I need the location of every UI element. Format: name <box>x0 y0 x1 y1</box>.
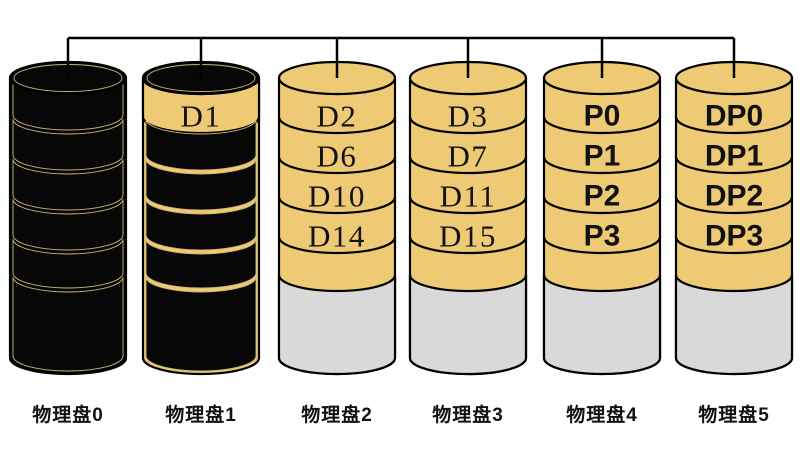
band-label: DP2 <box>705 180 763 213</box>
platter-band <box>145 276 257 372</box>
disk-0-cylinder <box>8 60 128 376</box>
disk-2: D2 D6 D10 D14 物理盘2 <box>277 60 397 427</box>
band-label: D14 <box>308 219 366 254</box>
disk-1-top <box>141 60 261 96</box>
disk-2-top <box>277 60 397 96</box>
disk-1: D1 物理盘1 <box>141 60 261 427</box>
spare-section <box>674 274 794 376</box>
band-separator <box>542 116 662 135</box>
platter-band <box>12 198 124 251</box>
disk-3-cylinder: D3 D7 D11 D15 <box>408 60 528 376</box>
band-label: D10 <box>308 179 366 214</box>
disk-4: P0 P1 P2 P3 物理盘4 <box>542 60 662 427</box>
disk-5-cylinder: DP0 DP1 DP2 DP3 <box>674 60 794 376</box>
band-separator <box>542 156 662 175</box>
band-separator <box>674 236 794 255</box>
band-separator <box>542 236 662 255</box>
disk-5: DP0 DP1 DP2 DP3 物理盘5 <box>674 60 794 427</box>
band-separator <box>277 156 397 175</box>
band-label: DP1 <box>705 140 763 173</box>
platter-band <box>12 238 124 289</box>
band-separator <box>408 236 528 255</box>
band-label: D2 <box>317 99 358 134</box>
platter-band <box>145 238 257 289</box>
platter-band <box>12 276 124 372</box>
band-separator <box>408 116 528 135</box>
disk-4-label: 物理盘4 <box>566 405 638 426</box>
disk-4-top <box>542 60 662 96</box>
disk-3-label: 物理盘3 <box>432 405 504 426</box>
band-label: D11 <box>440 179 497 214</box>
disk-0: 物理盘0 <box>8 60 128 427</box>
band-label: D1 <box>181 99 222 134</box>
disk-5-label: 物理盘5 <box>698 405 770 426</box>
disk-0-label: 物理盘0 <box>32 405 104 426</box>
disk-5-top <box>674 60 794 96</box>
band-label: D3 <box>448 99 489 134</box>
platter-band <box>145 198 257 251</box>
disk-1-label: 物理盘1 <box>165 405 237 426</box>
disk-3-top <box>408 60 528 96</box>
band-separator <box>674 116 794 135</box>
spare-section <box>277 274 397 376</box>
band-label: D7 <box>448 139 489 174</box>
band-separator <box>277 236 397 255</box>
band-label: D15 <box>439 219 497 254</box>
disk-1-cylinder: D1 <box>141 60 261 376</box>
band-separator <box>408 156 528 175</box>
band-label: P3 <box>584 220 621 253</box>
platter-band <box>12 158 124 211</box>
band-label: P2 <box>584 180 621 213</box>
band-label: DP0 <box>705 100 763 133</box>
band-separator <box>408 196 528 215</box>
band-separator <box>277 116 397 135</box>
spare-section <box>542 274 662 376</box>
disk-3: D3 D7 D11 D15 物理盘3 <box>408 60 528 427</box>
band-label: DP3 <box>705 220 763 253</box>
platter-band <box>12 118 124 171</box>
band-separator <box>674 156 794 175</box>
disk-2-cylinder: D2 D6 D10 D14 <box>277 60 397 376</box>
band-label: P1 <box>584 140 621 173</box>
band-separator <box>277 196 397 215</box>
band-label: P0 <box>584 100 621 133</box>
band-separator <box>674 196 794 215</box>
disk-0-top <box>8 60 128 96</box>
disk-4-cylinder: P0 P1 P2 P3 <box>542 60 662 376</box>
spare-section <box>408 274 528 376</box>
platter-band <box>145 118 257 171</box>
disk-2-label: 物理盘2 <box>301 405 373 426</box>
band-label: D6 <box>317 139 358 174</box>
band-separator <box>542 196 662 215</box>
platter-band <box>145 158 257 211</box>
